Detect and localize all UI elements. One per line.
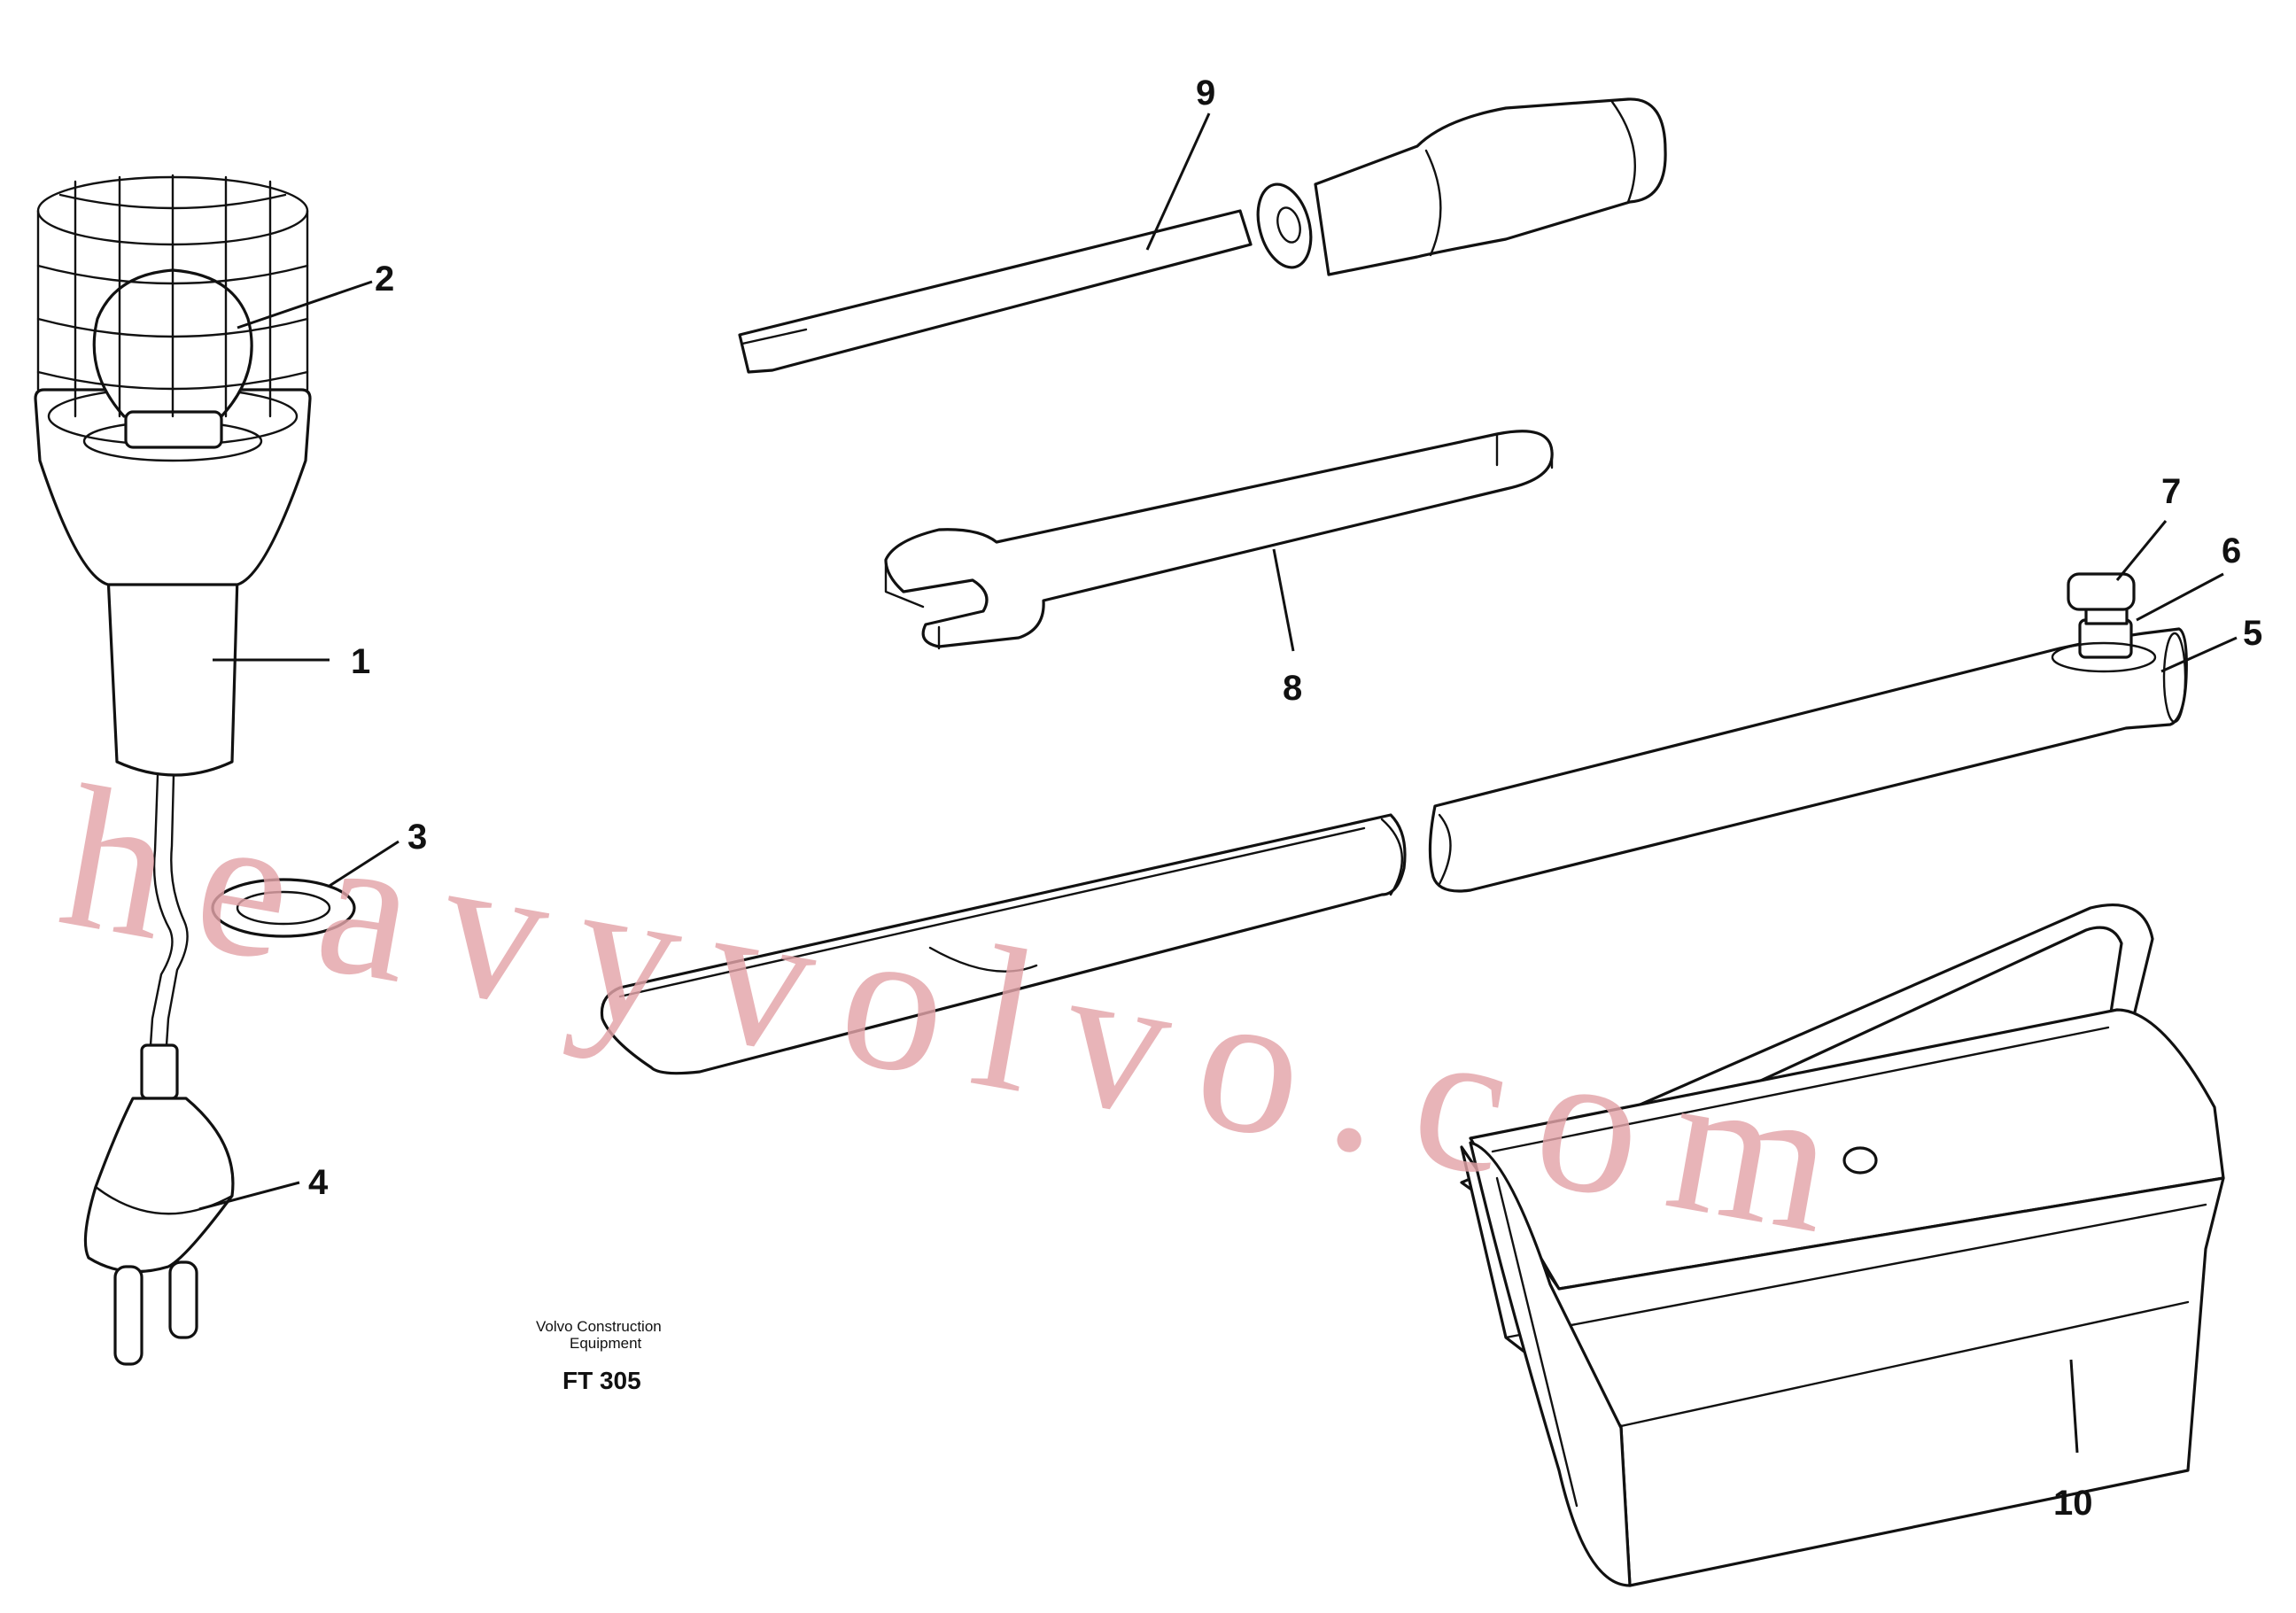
plug [83, 1043, 235, 1366]
callout-2: 2 [375, 260, 394, 299]
tyre-lever [600, 572, 2188, 1075]
callout-7: 7 [2161, 472, 2181, 511]
lock-washer [2051, 641, 2157, 673]
lamp-handle [106, 574, 239, 777]
figure-code: FT 305 [562, 1367, 641, 1394]
callout-6: 6 [2222, 531, 2241, 570]
callout-10: 10 [2053, 1484, 2093, 1523]
callout-1: 1 [351, 642, 370, 681]
caption: Volvo Construction Equipment FT 305 [536, 1318, 662, 1394]
callout-4: 4 [308, 1163, 329, 1202]
callout-8: 8 [1283, 669, 1302, 708]
set-screw [2067, 572, 2136, 659]
caption-company: Volvo Construction [536, 1318, 662, 1335]
screwdriver [738, 97, 1667, 374]
caption-division: Equipment [570, 1335, 642, 1352]
leader-lines [198, 112, 2238, 1454]
work-lamp [34, 174, 356, 1366]
wrench [884, 430, 1554, 650]
callout-5: 5 [2243, 614, 2262, 653]
callout-3: 3 [407, 818, 427, 857]
toolbox [1460, 903, 2225, 1587]
callout-9: 9 [1196, 74, 1215, 112]
hook-ring [211, 878, 356, 938]
callout-numbers: 1 2 3 4 5 6 7 8 9 10 [308, 74, 2262, 1523]
guard-cage [36, 174, 309, 418]
